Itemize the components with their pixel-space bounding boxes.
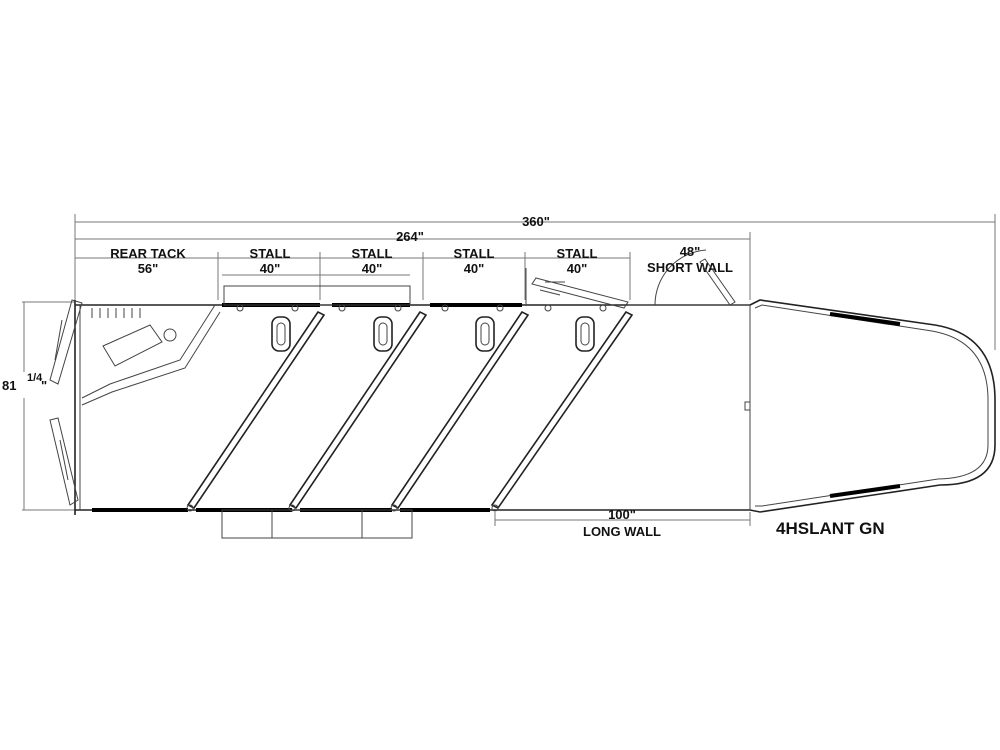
stall-section-length-label: 264" [396,229,424,244]
stall-2-value: 40" [362,261,383,276]
width-dimension: 81 1/4 " [2,301,75,511]
stall-3-value: 40" [464,261,485,276]
width-fraction: 1/4 [27,372,43,384]
fender-wells [221,509,413,539]
escape-door [525,268,629,309]
stall-3-label: STALL [454,246,495,261]
stall-2-label: STALL [352,246,393,261]
short-wall-label: SHORT WALL [647,260,733,275]
long-wall-value: 100" [608,507,636,522]
width-value: 81 [2,378,16,393]
stall-windows [271,316,595,352]
rear-doors [49,299,83,506]
trailer-outline [74,299,996,515]
stall-section-dimension: 264" [75,229,751,300]
overall-dimension: 360" [74,214,996,350]
stall-4-label: STALL [557,246,598,261]
stall-1-value: 40" [260,261,281,276]
stall-1-label: STALL [250,246,291,261]
rear-tack-label: REAR TACK [110,246,186,261]
compartment-labels: REAR TACK 56" STALL 40" STALL 40" STALL … [110,246,597,276]
overall-length-label: 360" [522,214,550,229]
compartment-dimensions [75,252,631,300]
slant-dividers [186,310,634,510]
front-drop-window [628,258,750,306]
short-wall-dimension: 48" SHORT WALL [647,244,733,306]
nose-windows [829,312,901,498]
model-name: 4HSLANT GN [776,519,885,538]
side-windows [92,285,522,512]
stall-4-value: 40" [567,261,588,276]
width-unit: " [41,378,47,393]
rear-tack-area [81,304,221,406]
rear-tack-value: 56" [138,261,159,276]
long-wall-label: LONG WALL [583,524,661,539]
short-wall-value: 48" [680,244,701,259]
divider-hardware [186,304,607,512]
long-wall-dimension: 100" LONG WALL [494,507,751,539]
